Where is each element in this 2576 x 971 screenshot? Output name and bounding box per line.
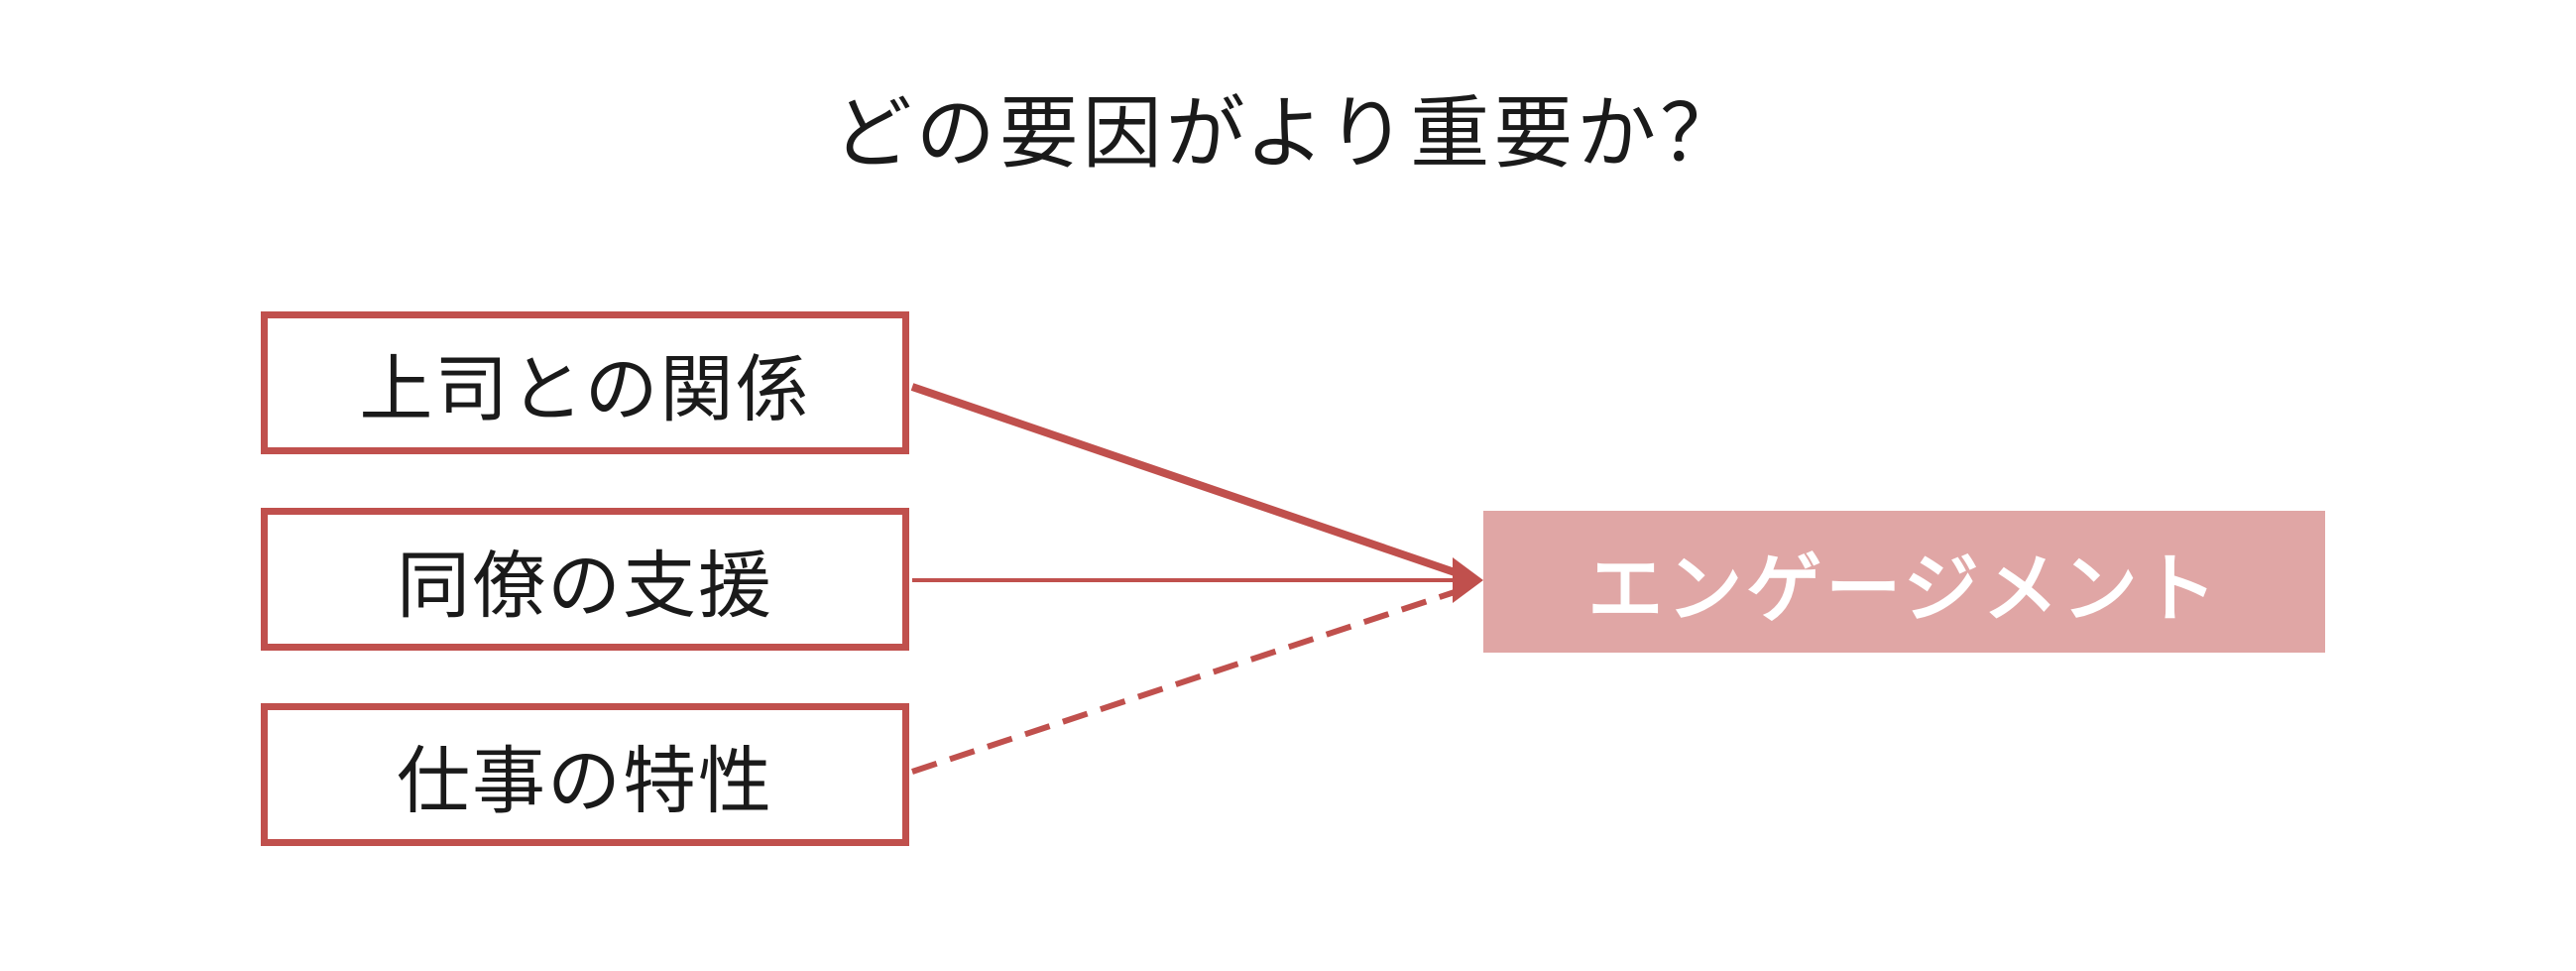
arrow-supervisor-to-engagement	[910, 383, 1460, 577]
factor-box-coworker-support: 同僚の支援	[261, 508, 909, 651]
factor-label: 同僚の支援	[397, 543, 773, 629]
factor-box-supervisor-relationship: 上司との関係	[261, 311, 909, 454]
factor-box-job-characteristics: 仕事の特性	[261, 703, 909, 846]
factor-label: 上司との関係	[359, 346, 811, 432]
arrow-job-to-engagement	[911, 588, 1459, 775]
arrowhead-icon	[1453, 557, 1483, 603]
diagram-title: どの要因がより重要か？	[832, 87, 1744, 180]
outcome-box-engagement: エンゲージメント	[1483, 511, 2325, 653]
factor-label: 仕事の特性	[397, 738, 773, 824]
outcome-label: エンゲージメント	[1587, 544, 2221, 633]
